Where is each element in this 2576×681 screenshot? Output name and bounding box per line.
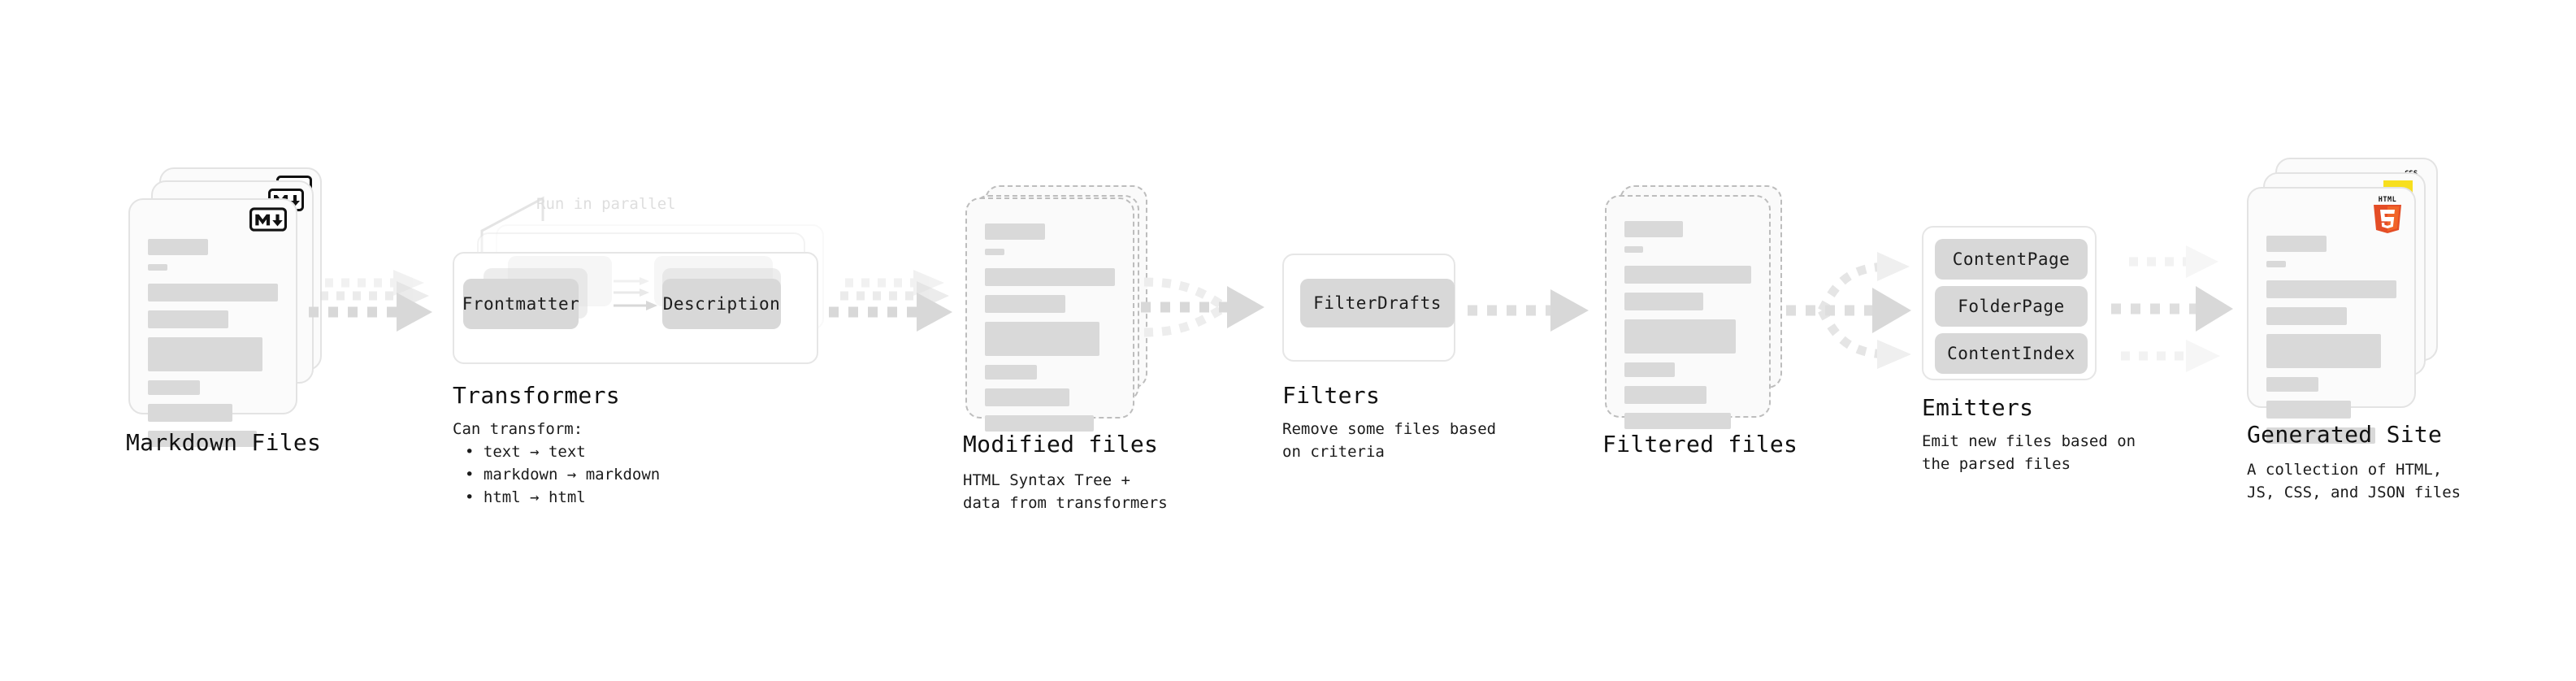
emitter-chip-contentpage[interactable]: ContentPage <box>1935 239 2088 280</box>
connector-filtered-to-emitters <box>1786 252 1911 369</box>
emitter-chip-contentpage-label: ContentPage <box>1952 249 2071 269</box>
file-content-placeholder <box>985 223 1115 440</box>
connector-transformers-to-modified <box>829 270 952 332</box>
connector-emitters-to-site <box>2111 245 2233 372</box>
markdown-icon <box>249 207 287 232</box>
file-content-placeholder <box>148 239 278 456</box>
svg-text:HTML: HTML <box>2379 196 2396 204</box>
transformers-subtitle: Can transform: <box>453 420 583 438</box>
emitter-chip-contentindex-label: ContentIndex <box>1947 344 2075 363</box>
emitter-chip-contentindex[interactable]: ContentIndex <box>1935 333 2088 374</box>
modified-files-subtitle: HTML Syntax Tree + data from transformer… <box>963 471 1168 512</box>
filter-chip-filterdrafts[interactable]: FilterDrafts <box>1300 279 1455 327</box>
modified-file-card-front <box>965 197 1134 432</box>
run-in-parallel-label: Run in parallel <box>536 195 676 213</box>
generated-site-title: Generated Site <box>2247 421 2443 448</box>
filter-chip-filterdrafts-label: FilterDrafts <box>1313 293 1442 313</box>
filters-title: Filters <box>1282 382 1381 409</box>
markdown-files-title: Markdown Files <box>126 429 322 456</box>
transformer-chip-frontmatter[interactable]: Frontmatter <box>462 279 580 329</box>
transformers-bullet-1: • text → text <box>465 443 586 461</box>
filtered-files-title: Filtered files <box>1602 431 1798 458</box>
markdown-file-card-front <box>128 198 297 447</box>
connector-modified-to-filters <box>1141 277 1264 337</box>
emitters-title: Emitters <box>1922 394 2034 421</box>
file-content-placeholder <box>1624 221 1751 438</box>
transformer-chip-frontmatter-label: Frontmatter <box>462 294 580 314</box>
site-file-card-html: HTML <box>2247 187 2416 444</box>
filtered-file-card-front <box>1605 195 1771 429</box>
emitters-subtitle: Emit new files based on the parsed files <box>1922 432 2136 473</box>
connector-filters-to-filtered <box>1468 289 1589 332</box>
filters-subtitle: Remove some files based on criteria <box>1282 420 1497 461</box>
html5-icon: HTML <box>2374 196 2401 233</box>
transformer-chip-description[interactable]: Description <box>662 279 781 329</box>
transformer-inner-arrows <box>614 277 657 310</box>
generated-site-subtitle: A collection of HTML, JS, CSS, and JSON … <box>2247 461 2461 501</box>
modified-files-title: Modified files <box>963 431 1159 458</box>
transformers-bullet-3: • html → html <box>465 488 586 506</box>
file-content-placeholder <box>2266 236 2396 453</box>
emitter-chip-folderpage[interactable]: FolderPage <box>1935 286 2088 327</box>
transformers-title: Transformers <box>453 382 620 409</box>
transformer-chip-description-label: Description <box>662 294 781 314</box>
emitter-chip-folderpage-label: FolderPage <box>1958 297 2065 316</box>
connector-markdown-to-transformers <box>309 270 432 332</box>
transformers-bullet-2: • markdown → markdown <box>465 466 661 484</box>
